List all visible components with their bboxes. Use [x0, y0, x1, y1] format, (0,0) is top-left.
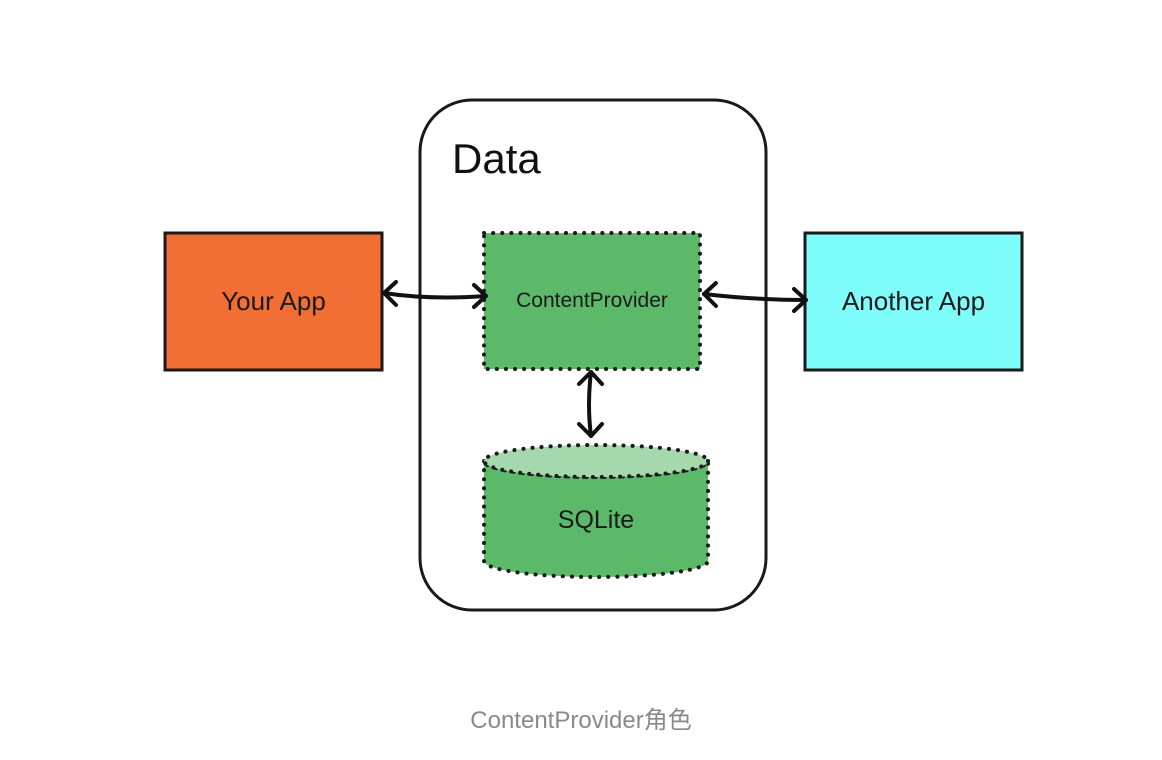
content-provider-label: ContentProvider [516, 289, 668, 312]
arrow-your-app-content-provider [382, 280, 488, 309]
another-app-label: Another App [841, 286, 986, 316]
arrow-content-provider-sqlite [577, 370, 604, 438]
diagram-canvas [163, 98, 1024, 612]
content-provider-diagram: Data Your App ContentProvider Another Ap… [163, 98, 1024, 612]
figure-caption: ContentProvider角色 [470, 707, 692, 734]
your-app-label: Your App [221, 286, 326, 316]
content-provider-box [482, 231, 702, 371]
arrow-content-provider-another-app [702, 281, 808, 313]
another-app-box [803, 231, 1024, 372]
sqlite-label: SQLite [557, 505, 635, 534]
data-container-label: Data [452, 135, 541, 182]
sqlite-cylinder [482, 443, 710, 579]
your-app-box [163, 231, 384, 372]
